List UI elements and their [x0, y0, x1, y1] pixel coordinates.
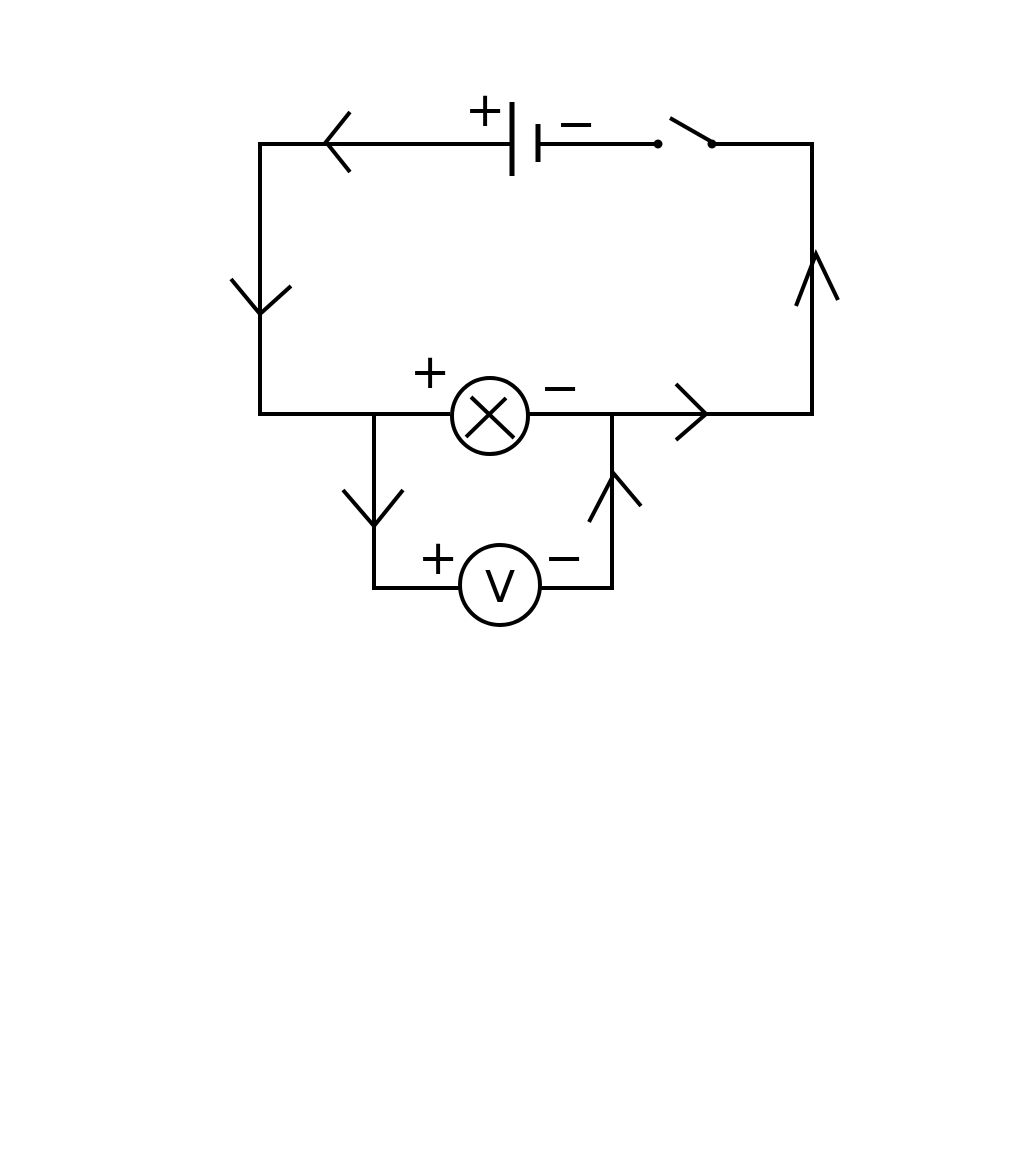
- lamp: [450, 376, 530, 456]
- battery-positive-label: +: [465, 82, 505, 138]
- wire-voltmeter-right: [540, 414, 614, 590]
- lamp-cross-2: [464, 396, 508, 439]
- voltmeter-positive-label: +: [418, 530, 458, 586]
- current-arrows: [229, 110, 840, 530]
- lamp-negative-label: −: [540, 360, 580, 416]
- wire-voltmeter-left: [372, 414, 460, 590]
- arrow-left-pointing-down: [229, 277, 293, 317]
- voltmeter-letter: V: [485, 562, 515, 613]
- voltmeter-circle: [458, 543, 542, 627]
- switch-pivot-dot: [653, 139, 663, 149]
- lamp-cross-1: [469, 395, 516, 440]
- lamp-circle: [450, 376, 530, 456]
- switch-blade: [669, 116, 713, 144]
- lamp-positive-label: +: [410, 344, 450, 400]
- arrow-voltmeter-right-pointing-up: [587, 470, 643, 523]
- arrow-middle-pointing-right: [674, 382, 709, 442]
- wire-right-loop: [528, 142, 814, 416]
- arrow-voltmeter-left-pointing-down: [341, 488, 405, 530]
- battery-negative-label: −: [556, 96, 596, 152]
- wires: [258, 142, 814, 590]
- voltmeter-negative-label: −: [544, 530, 584, 586]
- switch: [653, 116, 717, 149]
- battery: [509, 102, 541, 176]
- arrow-top-left-pointing-left: [323, 110, 352, 174]
- wire-top-left: [258, 142, 512, 416]
- arrow-right-pointing-up: [794, 248, 840, 307]
- voltmeter: [458, 543, 542, 627]
